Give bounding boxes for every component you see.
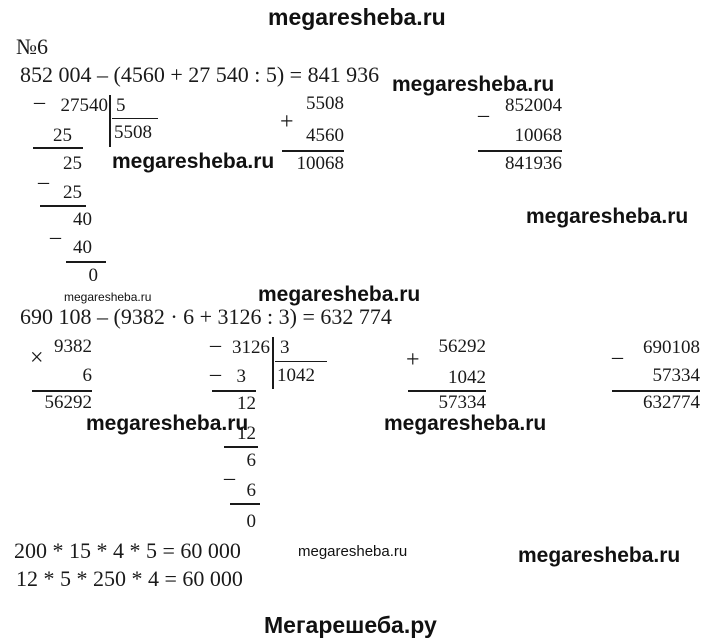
- minus-sign: _: [50, 216, 61, 241]
- minuend: 690108: [643, 337, 700, 358]
- dividend: 27540: [60, 95, 109, 116]
- quotient: 5508: [114, 122, 152, 143]
- factor-2: 6: [82, 365, 93, 386]
- addend-1: 56292: [438, 336, 487, 357]
- expression-2: 690 108 – (9382 · 6 + 3126 : 3) = 632 77…: [20, 304, 392, 329]
- remainder-final: 0: [246, 511, 257, 532]
- watermark-top: megaresheba.ru: [268, 4, 446, 30]
- watermark-bottom: Мегарешеба.ру: [264, 612, 437, 638]
- watermark-bold: megaresheba.ru: [258, 283, 421, 306]
- expression-4: 12 * 5 * 250 * 4 = 60 000: [16, 566, 243, 591]
- subtrahend-1: 25: [53, 125, 72, 146]
- addend-1: 5508: [306, 93, 344, 114]
- watermark-small: megaresheba.ru: [298, 543, 408, 560]
- subtrahend: 10068: [514, 125, 563, 146]
- watermark-bold: megaresheba.ru: [392, 73, 555, 96]
- remainder-2: 6: [246, 450, 257, 471]
- subtrahend-2: 25: [63, 182, 82, 203]
- divisor: 3: [280, 337, 290, 358]
- minus-sign: _: [612, 336, 623, 361]
- dividend: 3126: [232, 337, 270, 358]
- sum: 57334: [438, 392, 487, 413]
- watermark-bold: megaresheba.ru: [112, 150, 275, 173]
- expression-3: 200 * 15 * 4 * 5 = 60 000: [14, 538, 241, 563]
- divisor: 5: [116, 95, 126, 116]
- remainder-1: 12: [237, 393, 256, 414]
- watermark-bold: megaresheba.ru: [526, 205, 689, 228]
- watermark-bold: megaresheba.ru: [384, 412, 547, 435]
- plus-sign: +: [406, 347, 420, 373]
- subtrahend-2: 12: [237, 423, 256, 444]
- minus-sign: _: [38, 161, 49, 186]
- minus-sign: _: [224, 457, 235, 482]
- minus-sign: _: [210, 324, 221, 349]
- times-sign: ×: [30, 345, 44, 371]
- difference: 841936: [505, 153, 562, 174]
- quotient: 1042: [277, 365, 315, 386]
- remainder-final: 0: [88, 265, 99, 286]
- difference: 632774: [643, 392, 700, 413]
- minus-sign: _: [478, 94, 489, 119]
- addend-2: 1042: [448, 367, 486, 388]
- minus-sign: _: [210, 353, 221, 378]
- subtrahend-3: 40: [73, 237, 92, 258]
- sum: 10068: [296, 153, 345, 174]
- plus-sign: +: [280, 109, 294, 135]
- addend-2: 4560: [306, 125, 344, 146]
- subtrahend-1: 3: [236, 366, 247, 387]
- remainder-1: 25: [63, 153, 82, 174]
- problem-number: №6: [16, 34, 48, 59]
- minus-sign: _: [34, 81, 45, 106]
- factor-1: 9382: [54, 336, 92, 357]
- product: 56292: [44, 392, 93, 413]
- subtrahend: 57334: [652, 365, 701, 386]
- minuend: 852004: [505, 95, 562, 116]
- expression-1: 852 004 – (4560 + 27 540 : 5) = 841 936: [20, 62, 380, 87]
- subtrahend-3: 6: [246, 480, 257, 501]
- watermark-bold: megaresheba.ru: [86, 412, 249, 435]
- watermark-small: megaresheba.ru: [64, 290, 152, 304]
- watermark-bold: megaresheba.ru: [518, 544, 681, 567]
- remainder-2: 40: [73, 209, 92, 230]
